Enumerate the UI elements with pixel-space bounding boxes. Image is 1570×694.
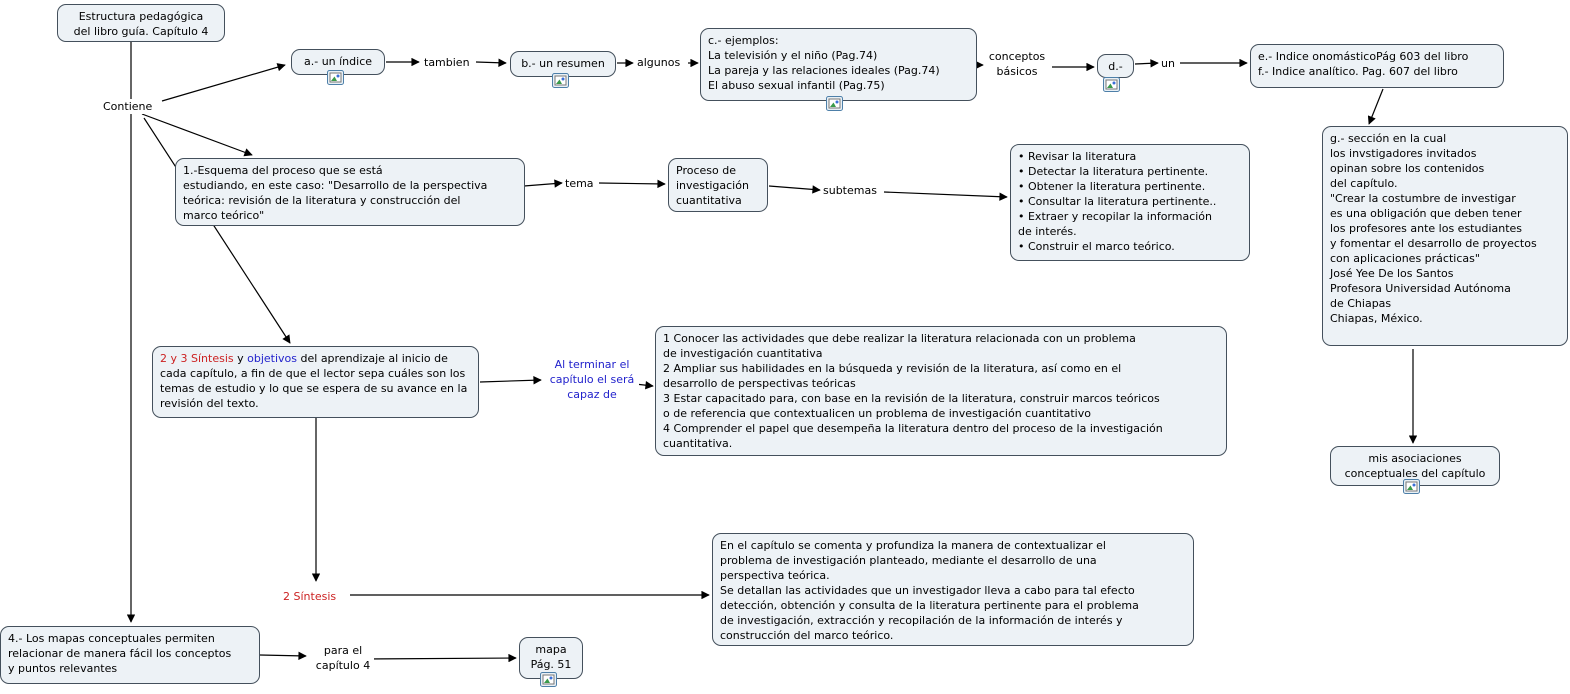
node-sintesis-objetivos[interactable]: 2 y 3 Síntesis y objetivos del aprendiza… (152, 346, 479, 418)
node-proceso-investigacion[interactable]: Proceso de investigación cuantitativa (668, 158, 768, 212)
image-icon (327, 70, 344, 85)
image-icon (1403, 479, 1420, 494)
link-label-2-sintesis[interactable]: 2 Síntesis (283, 589, 337, 604)
sintesis-objetivos-blue-text: objetivos (247, 352, 298, 365)
node-actividades-literatura[interactable]: • Revisar la literatura • Detectar la li… (1010, 144, 1250, 261)
node-sintesis-capitulo-texto[interactable]: En el capítulo se comenta y profundiza l… (712, 533, 1194, 646)
node-seccion-invitados[interactable]: g.- sección en la cual los invstigadores… (1322, 126, 1568, 346)
resource-icon-resumen[interactable] (552, 73, 569, 88)
node-mapas-conceptuales[interactable]: 4.- Los mapas conceptuales permiten rela… (0, 626, 260, 684)
node-indice[interactable]: a.- un índice (291, 49, 385, 75)
node-ejemplos[interactable]: c.- ejemplos: La televisión y el niño (P… (700, 28, 977, 101)
resource-icon-mapa[interactable] (540, 672, 557, 687)
image-icon (540, 672, 557, 687)
node-esquema-proceso[interactable]: 1.-Esquema del proceso que se está estud… (175, 158, 525, 226)
link-label-para-el-capitulo[interactable]: para el capítulo 4 (312, 643, 374, 673)
node-resumen[interactable]: b.- un resumen (510, 51, 616, 77)
link-label-conceptos-basicos[interactable]: conceptos básicos (984, 49, 1050, 79)
resource-icon-indice[interactable] (327, 70, 344, 85)
resource-icon-d[interactable] (1103, 77, 1120, 92)
node-indices-onomastico-analitico[interactable]: e.- Indice onomásticoPág 603 del libro f… (1250, 44, 1504, 88)
link-label-subtemas[interactable]: subtemas (823, 183, 877, 198)
node-objetivos-aprendizaje-lista[interactable]: 1 Conocer las actividades que debe reali… (655, 326, 1227, 456)
sintesis-objetivos-mid-text: y (233, 352, 248, 365)
resource-icon-ejemplos[interactable] (826, 96, 843, 111)
link-label-tambien[interactable]: tambien (424, 55, 470, 70)
node-estructura-capitulo4[interactable]: Estructura pedagógica del libro guía. Ca… (57, 4, 225, 42)
link-label-contiene[interactable]: Contiene (103, 99, 153, 114)
image-icon (826, 96, 843, 111)
sintesis-objetivos-rest-text: del aprendizaje al inicio de cada capítu… (160, 352, 468, 410)
link-label-un[interactable]: un (1161, 56, 1175, 71)
link-label-tema[interactable]: tema (565, 176, 594, 191)
link-label-algunos[interactable]: algunos (637, 55, 681, 70)
node-d[interactable]: d.- (1097, 54, 1134, 78)
link-label-al-terminar[interactable]: Al terminar el capítulo el será capaz de (545, 357, 639, 402)
image-icon (552, 73, 569, 88)
image-icon (1103, 77, 1120, 92)
sintesis-objetivos-red-text: 2 y 3 Síntesis (160, 352, 234, 365)
resource-icon-asociaciones[interactable] (1403, 479, 1420, 494)
